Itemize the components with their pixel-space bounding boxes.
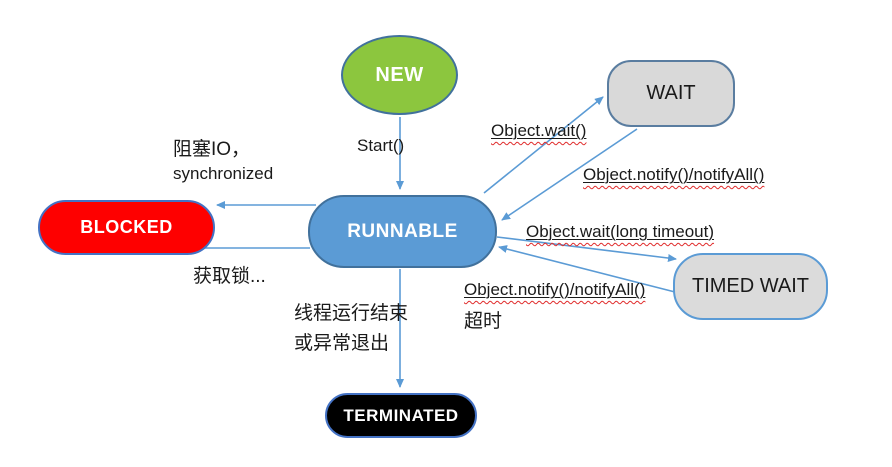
state-terminated: TERMINATED <box>325 393 477 438</box>
state-new: NEW <box>341 35 458 115</box>
label-timeout-suffix: 超时 <box>464 311 503 332</box>
state-wait-label: WAIT <box>646 82 696 104</box>
label-object-notify-timed: Object.notify()/notifyAll() <box>464 280 646 299</box>
label-blocked-cause-line1: 阻塞IO， <box>173 139 251 160</box>
label-object-notify: Object.notify()/notifyAll() <box>583 165 765 184</box>
state-runnable: RUNNABLE <box>308 195 497 268</box>
state-blocked: BLOCKED <box>38 200 215 255</box>
state-terminated-label: TERMINATED <box>343 405 459 425</box>
label-terminate-cause-line2: 或异常退出 <box>294 333 390 354</box>
state-timed-wait: TIMED WAIT <box>673 253 828 320</box>
label-terminate-cause: 线程运行结束 或异常退出 <box>294 299 408 359</box>
label-object-wait: Object.wait() <box>491 121 587 140</box>
state-runnable-label: RUNNABLE <box>347 220 458 242</box>
label-object-wait-timeout: Object.wait(long timeout) <box>526 222 715 241</box>
state-new-label: NEW <box>375 63 424 86</box>
label-blocked-cause: 阻塞IO， synchronized <box>173 138 273 186</box>
state-blocked-label: BLOCKED <box>80 217 173 237</box>
label-acquire-lock: 获取锁... <box>193 266 266 287</box>
label-blocked-cause-line2: synchronized <box>173 164 274 183</box>
label-terminate-cause-line1: 线程运行结束 <box>294 303 409 324</box>
state-timed-wait-label: TIMED WAIT <box>691 275 810 297</box>
state-wait: WAIT <box>607 60 735 127</box>
label-start-call: Start() <box>357 136 405 155</box>
